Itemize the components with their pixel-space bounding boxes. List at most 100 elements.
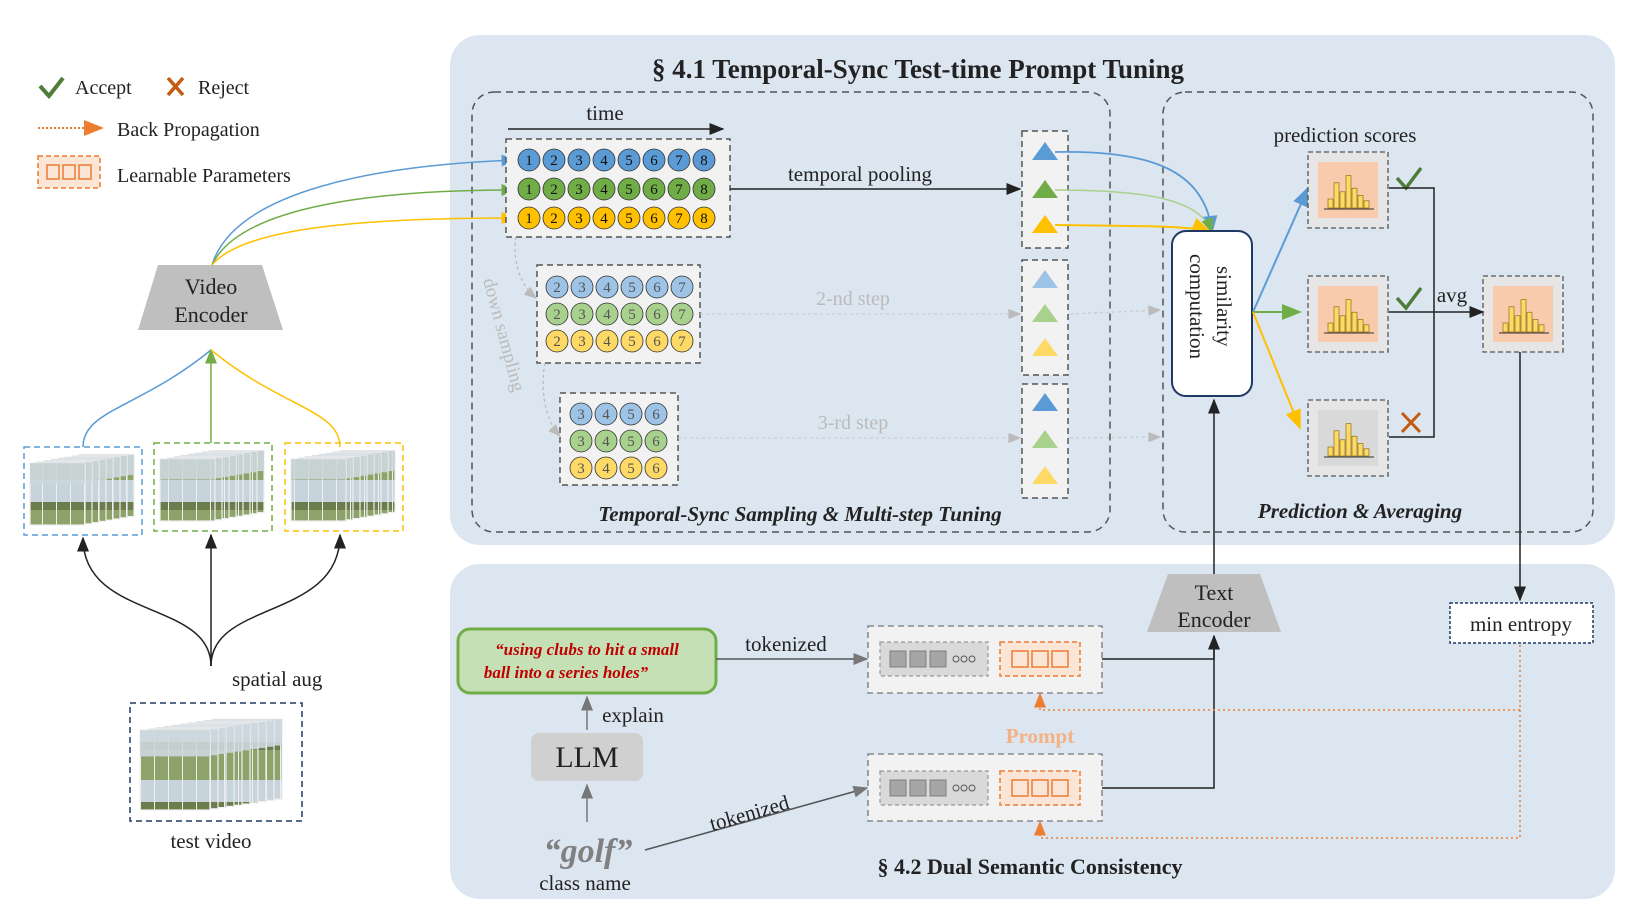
learnable-prompt-params	[999, 641, 1081, 677]
frame-number: 3	[578, 280, 586, 296]
frame-number: 3	[577, 461, 585, 477]
time-label: time	[586, 101, 623, 125]
frame-circle	[595, 275, 619, 299]
prediction-title: Prediction & Averaging	[1257, 499, 1462, 523]
text-encoder-label-2: Encoder	[1177, 607, 1251, 632]
frame-number: 8	[700, 153, 708, 169]
frame-circle	[567, 177, 591, 201]
frame-circle	[620, 275, 644, 299]
avg-label: avg	[1437, 283, 1468, 307]
frame-number: 4	[600, 153, 608, 169]
frame-number: 4	[602, 407, 610, 423]
frame-number: 3	[575, 211, 583, 227]
frame-number: 6	[653, 307, 661, 323]
frame-circle	[667, 148, 691, 172]
frame-circle	[594, 402, 618, 426]
legend-learnable-label: Learnable Parameters	[117, 165, 291, 187]
text-tokens-classname	[879, 770, 1081, 806]
frame-number: 6	[652, 434, 660, 450]
frame-circle	[569, 456, 593, 480]
frame-number: 8	[700, 182, 708, 198]
frame-number: 1	[525, 211, 533, 227]
frame-circle	[670, 302, 694, 326]
frame-circle	[594, 429, 618, 453]
min-entropy-label: min entropy	[1470, 612, 1573, 636]
frame-circle	[542, 177, 566, 201]
explanation-box	[456, 627, 718, 695]
prediction-group-box	[1162, 91, 1594, 533]
class-word: “golf”	[544, 833, 633, 870]
frame-number: 5	[628, 280, 636, 296]
frame-circle	[542, 206, 566, 230]
step2-label: 2-nd step	[816, 288, 890, 310]
step3-label: 3-rd step	[818, 412, 889, 434]
explanation-text-2: ball into a series holes”	[484, 663, 649, 682]
aug-frames-yellow	[290, 450, 396, 522]
frame-number: 4	[602, 434, 610, 450]
video-encoder-shape	[138, 265, 283, 330]
frame-circle	[592, 206, 616, 230]
legend-reject-label: Reject	[198, 77, 250, 99]
frame-number: 2	[550, 153, 558, 169]
min-entropy-box	[1449, 602, 1594, 644]
frame-number: 5	[625, 211, 633, 227]
frame-number: 6	[652, 407, 660, 423]
frame-circle	[644, 456, 668, 480]
reject-cross-icon-pred	[1400, 411, 1422, 434]
pooled-feature-triangle	[1032, 430, 1058, 448]
frame-number: 7	[678, 307, 686, 323]
similarity-computation-box	[1171, 230, 1253, 397]
temporal-pooling-label: temporal pooling	[788, 162, 933, 186]
frame-circle	[567, 148, 591, 172]
video-encoder-label-2: Encoder	[174, 302, 248, 327]
frame-circle	[617, 206, 641, 230]
section41-title: § 4.1 Temporal-Sync Test-time Prompt Tun…	[652, 54, 1185, 84]
frame-circle	[594, 456, 618, 480]
prediction-score-box-3	[1307, 399, 1389, 477]
frame-circle	[692, 148, 716, 172]
frame-number: 6	[653, 280, 661, 296]
prediction-score-box-1	[1307, 151, 1389, 229]
frame-circle	[517, 177, 541, 201]
tokenized-top-label: tokenized	[745, 632, 827, 656]
frame-circle	[645, 329, 669, 353]
frame-circle	[620, 329, 644, 353]
similarity-label-2: computation	[1185, 254, 1209, 359]
frame-circle	[542, 148, 566, 172]
explanation-text-1: “using clubs to hit a small	[495, 640, 679, 659]
frame-circle	[595, 329, 619, 353]
pooled-feature-triangle	[1032, 180, 1058, 198]
sampling-title: Temporal-Sync Sampling & Multi-step Tuni…	[598, 502, 1001, 526]
section42-title: § 4.2 Dual Semantic Consistency	[878, 854, 1183, 879]
frame-circle	[545, 329, 569, 353]
frame-number: 5	[627, 407, 635, 423]
frame-number: 3	[578, 307, 586, 323]
frame-number: 2	[553, 334, 561, 350]
frame-circle	[692, 177, 716, 201]
frame-circle	[570, 302, 594, 326]
frame-number: 7	[675, 211, 683, 227]
pooled-feature-triangle	[1032, 338, 1058, 356]
frame-circle	[617, 177, 641, 201]
frame-number: 4	[600, 182, 608, 198]
frame-circle	[517, 206, 541, 230]
class-name-label: class name	[539, 871, 631, 895]
pooled-feature-triangle	[1032, 142, 1058, 160]
frame-number: 8	[700, 211, 708, 227]
frame-number: 2	[553, 307, 561, 323]
frame-circle	[595, 302, 619, 326]
frame-number: 1	[525, 153, 533, 169]
frame-circle	[667, 206, 691, 230]
frame-number: 7	[675, 153, 683, 169]
frame-circle	[592, 177, 616, 201]
frame-number: 4	[603, 334, 611, 350]
frame-number: 6	[650, 182, 658, 198]
frame-number: 3	[575, 182, 583, 198]
frame-number: 4	[600, 211, 608, 227]
frame-circle	[619, 456, 643, 480]
frame-circle	[645, 302, 669, 326]
llm-label: LLM	[555, 741, 618, 774]
frame-number: 7	[678, 334, 686, 350]
frame-number: 2	[550, 211, 558, 227]
prediction-score-box-2	[1307, 275, 1389, 353]
